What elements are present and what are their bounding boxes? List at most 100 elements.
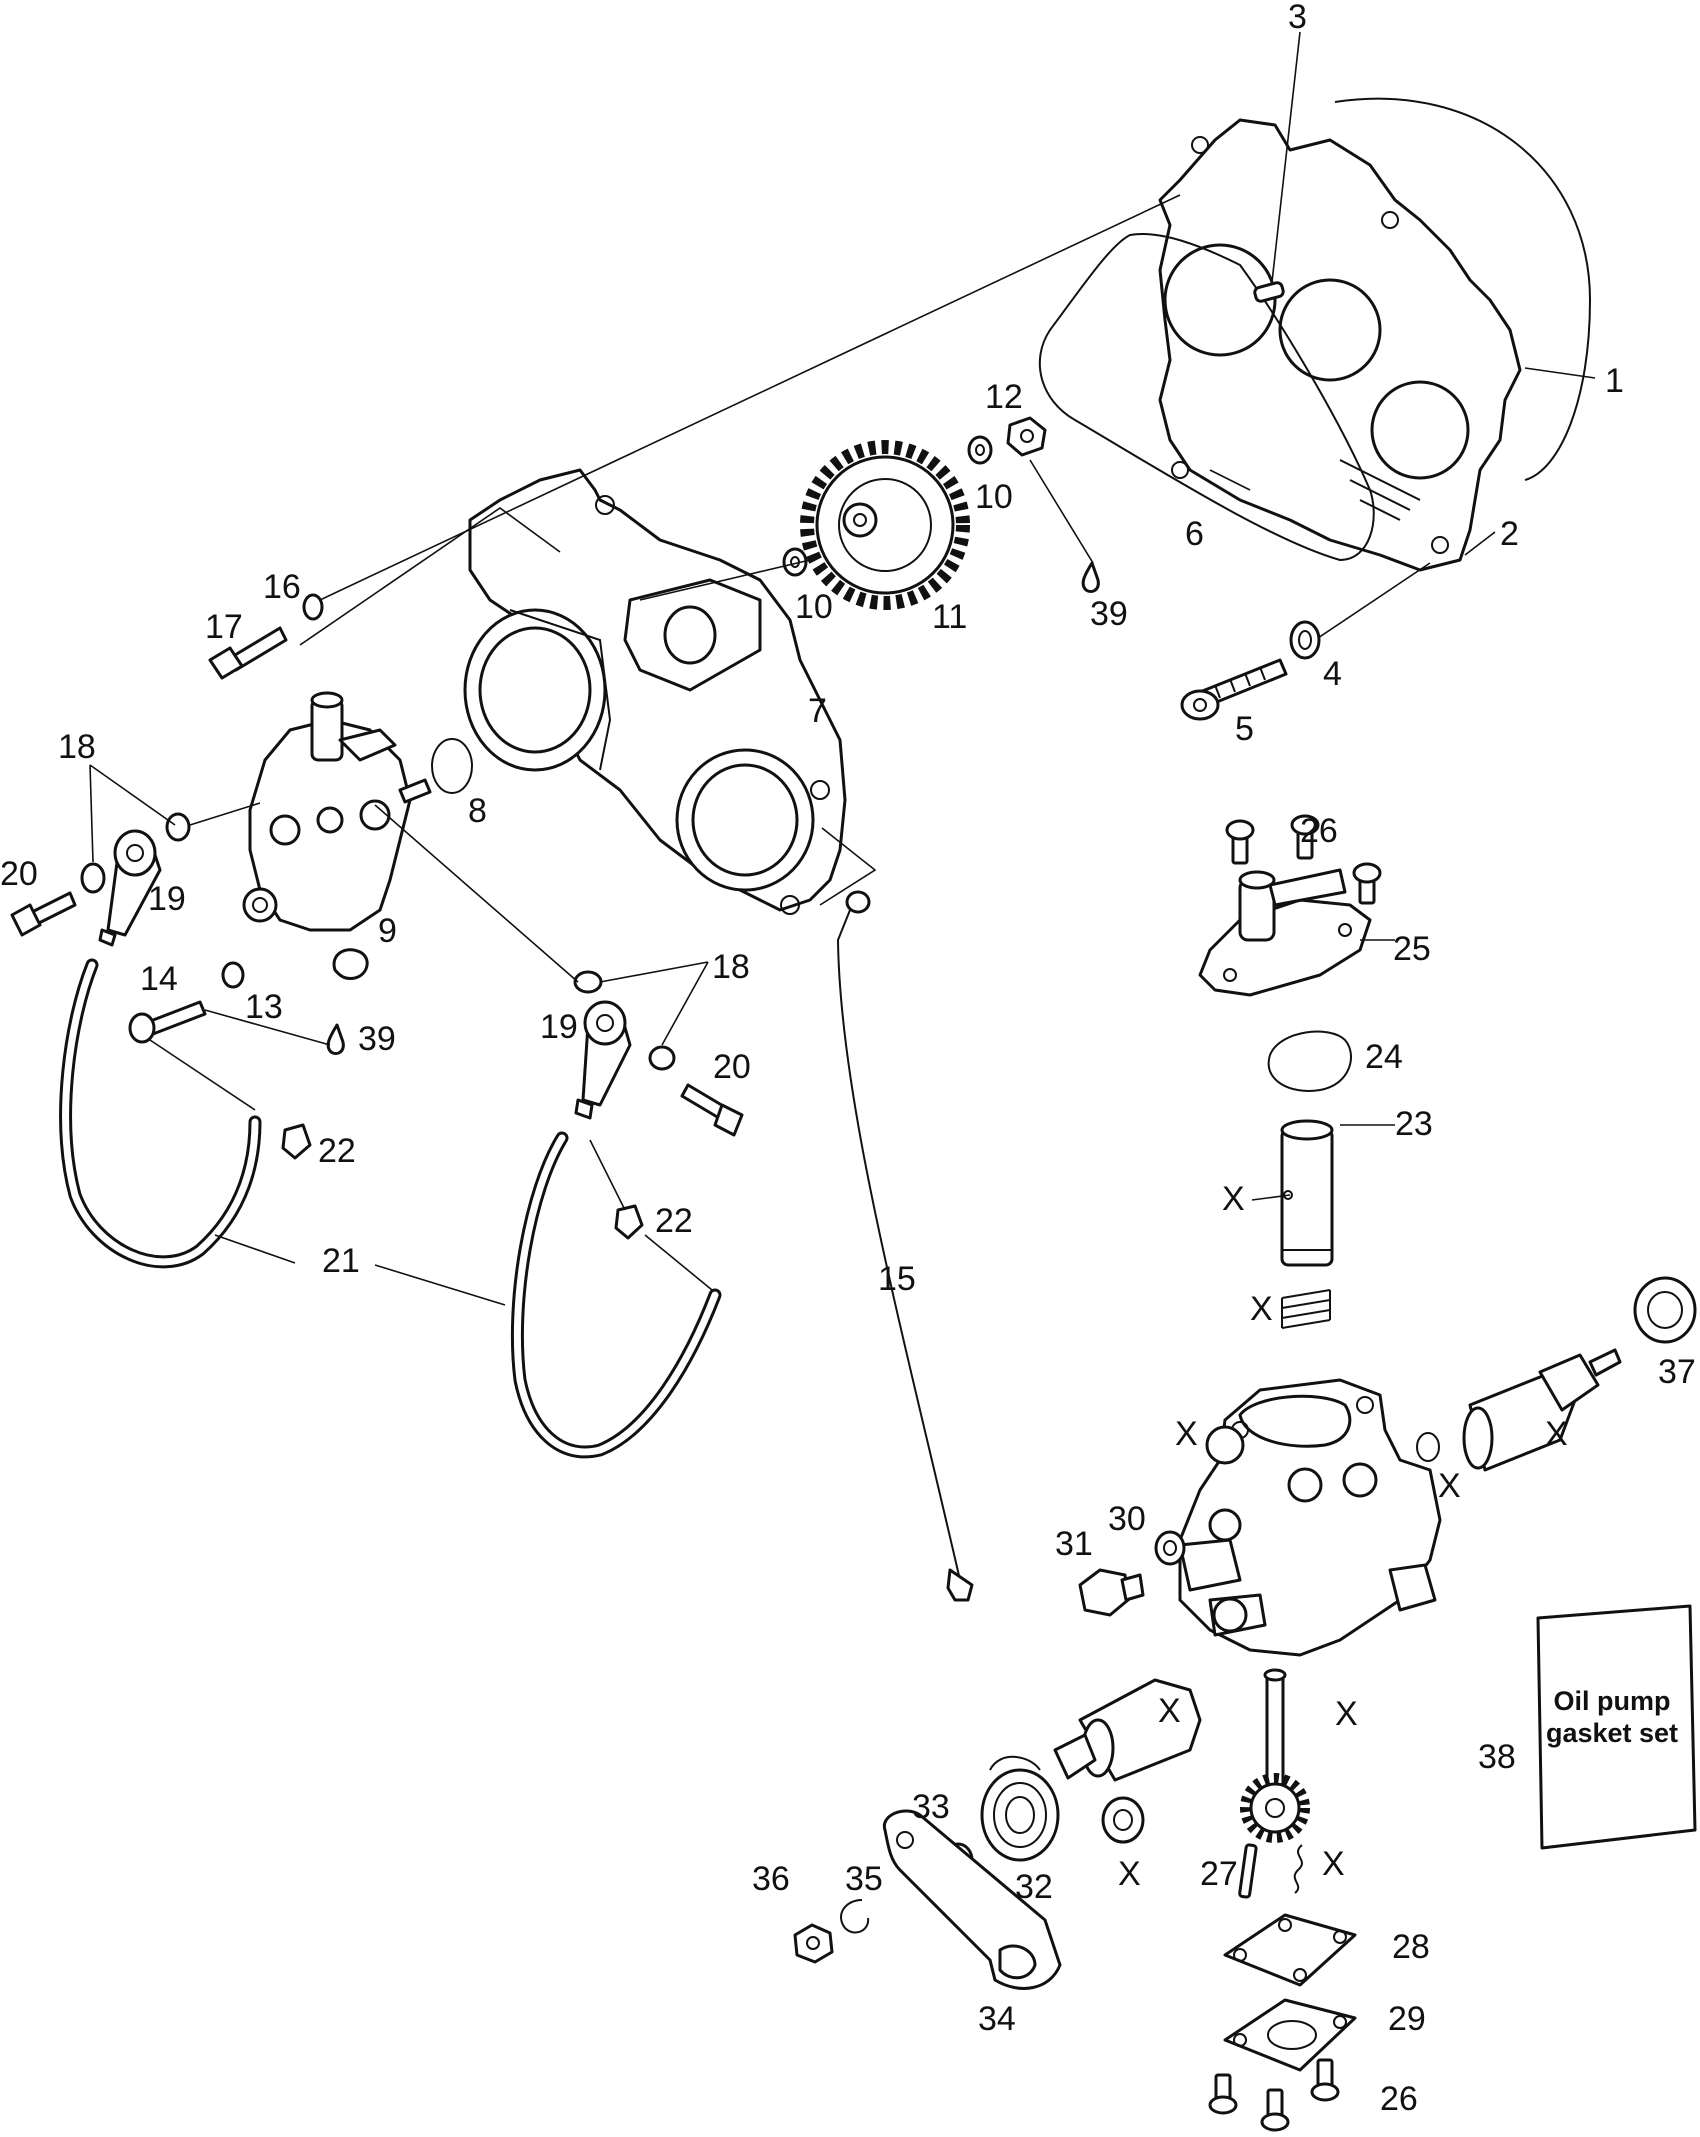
screw-part-26-bottom-c — [1310, 2058, 1340, 2102]
pump-lever-part-34 — [882, 1809, 1062, 1990]
label-10-lower: 10 — [795, 588, 833, 626]
hose-clip-part-22-left — [281, 1123, 312, 1160]
label-21: 21 — [322, 1242, 360, 1280]
hose-clip-part-22-right — [614, 1204, 644, 1240]
screw-part-26-bottom-b — [1260, 2088, 1290, 2132]
return-spring-part-32 — [980, 1755, 1060, 1862]
x-marker-seal: X — [1118, 1855, 1141, 1893]
nut-part-36 — [793, 1923, 834, 1964]
bottom-plate-part-29 — [1223, 1998, 1357, 2072]
banjo-fitting-part-19-right — [574, 1000, 632, 1120]
label-1: 1 — [1605, 362, 1624, 400]
label-37: 37 — [1658, 1353, 1696, 1391]
label-36: 36 — [752, 1860, 790, 1898]
washer-part-10b — [967, 435, 993, 465]
socket-screw-part-5 — [1180, 658, 1288, 721]
screw-part-26-bottom-a — [1208, 2073, 1238, 2115]
label-9: 9 — [378, 912, 397, 950]
label-20-right: 20 — [713, 1048, 751, 1086]
label-38: 38 — [1478, 1738, 1516, 1776]
x-marker-right-piston: X — [1545, 1415, 1568, 1453]
label-7: 7 — [808, 692, 827, 730]
label-19-right: 19 — [540, 1008, 578, 1046]
lock-washer-part-4 — [1289, 620, 1321, 660]
label-22-left: 22 — [318, 1132, 356, 1170]
label-16: 16 — [263, 568, 301, 606]
spring-x-part — [1281, 1289, 1331, 1329]
screw-part-14 — [128, 1000, 207, 1044]
label-19-left: 19 — [148, 880, 186, 918]
label-39-lower: 39 — [358, 1020, 396, 1058]
o-ring-part-8 — [431, 738, 473, 794]
washer-part-18-right-a — [573, 970, 603, 994]
x-marker-sleeve: X — [1222, 1180, 1245, 1218]
washer-part-13 — [221, 961, 245, 989]
plunger-sleeve-part-23 — [1280, 1119, 1334, 1267]
label-11: 11 — [932, 598, 967, 636]
spring-clip-x — [1293, 1844, 1303, 1894]
pump-mount-housing-part-7 — [463, 468, 847, 915]
drive-shaft-x — [1240, 1668, 1310, 1843]
screw-part-26-top-a — [1225, 819, 1255, 865]
plug-part-31 — [1078, 1568, 1145, 1617]
label-12: 12 — [985, 378, 1023, 416]
oil-hose-part-21-left — [59, 958, 262, 1269]
washer-part-18-right-b — [648, 1045, 676, 1071]
label-20-left: 20 — [0, 855, 38, 893]
oil-hose-part-21-right — [510, 1131, 722, 1459]
label-6: 6 — [1185, 515, 1204, 553]
x-markers: X X X X X X X X X — [1118, 1180, 1568, 1893]
label-24: 24 — [1365, 1038, 1403, 1076]
pin-part-27 — [1238, 1843, 1258, 1899]
label-13: 13 — [245, 988, 283, 1026]
x-marker-spring: X — [1250, 1290, 1273, 1328]
label-3: 3 — [1288, 0, 1307, 36]
x-marker-shaft: X — [1335, 1695, 1358, 1733]
cable-part-15 — [836, 890, 974, 1602]
x-marker-clip: X — [1322, 1845, 1345, 1883]
large-o-ring-part-1 — [1334, 97, 1592, 481]
label-28: 28 — [1392, 1928, 1430, 1966]
oil-seal-x-lower — [1101, 1796, 1145, 1844]
label-17: 17 — [205, 608, 243, 646]
washer-part-18-left-b — [80, 862, 106, 894]
banjo-bolt-part-20-right — [680, 1083, 744, 1137]
banjo-bolt-part-20-left — [10, 891, 77, 937]
loctite-drop-part-39b — [326, 1023, 345, 1056]
label-26-upper: 26 — [1300, 812, 1338, 850]
label-10-upper: 10 — [975, 478, 1013, 516]
label-26-lower: 26 — [1380, 2080, 1418, 2118]
gasket-bag-line-2: gasket set — [1546, 1718, 1678, 1748]
label-18-right: 18 — [712, 948, 750, 986]
label-27: 27 — [1200, 1855, 1238, 1893]
washer-part-18-left-a — [165, 812, 191, 842]
screw-part-26-top-b — [1290, 814, 1320, 860]
label-5: 5 — [1235, 710, 1254, 748]
dowel-pin-part-3 — [1253, 281, 1285, 303]
label-2: 2 — [1500, 515, 1519, 553]
label-18-left: 18 — [58, 728, 96, 766]
label-22-right: 22 — [655, 1202, 693, 1240]
label-31: 31 — [1055, 1525, 1093, 1563]
label-30: 30 — [1108, 1500, 1146, 1538]
gasket-part-28 — [1223, 1913, 1357, 1987]
piston-plunger-x-lower — [1053, 1678, 1202, 1782]
label-29: 29 — [1388, 2000, 1426, 2038]
piston-plunger-x-right — [1462, 1348, 1622, 1472]
label-33: 33 — [912, 1788, 950, 1826]
label-34: 34 — [978, 2000, 1016, 2038]
gasket-set-bag-part-38: Oil pump gasket set — [1536, 1604, 1697, 1850]
label-4: 4 — [1323, 655, 1342, 693]
label-32: 32 — [1015, 1868, 1053, 1906]
circlip-part-35 — [840, 1899, 870, 1934]
label-35: 35 — [845, 1860, 883, 1898]
leader-lines — [89, 31, 1596, 1306]
x-marker-o-ring: X — [1438, 1467, 1461, 1505]
oil-pump-body — [1178, 1378, 1442, 1657]
housing-cover-part-2 — [1158, 118, 1522, 572]
oil-pump-assembly-part-9 — [242, 691, 432, 980]
label-23: 23 — [1395, 1105, 1433, 1143]
banjo-fitting-part-19-left — [98, 829, 162, 947]
